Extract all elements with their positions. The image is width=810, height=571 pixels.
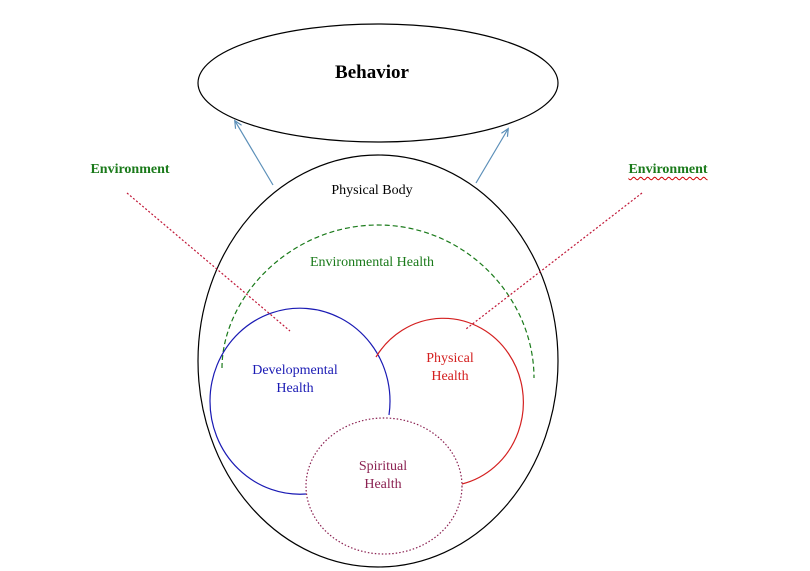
environment-label-right-text: Environment [628, 162, 708, 177]
physical-health-label: Physical Health [400, 350, 500, 386]
behavior-label: Behavior [335, 62, 409, 83]
physical-body-ellipse [197, 154, 559, 568]
arrow-left [234, 119, 274, 186]
developmental-health-label: Developmental Health [225, 362, 365, 398]
spiritual-health-circle [305, 417, 463, 555]
environmental-health-arc [221, 224, 535, 379]
environment-label-right: Environment [608, 161, 728, 179]
physical-body-label: Physical Body [331, 183, 413, 198]
physical-health-line-2: Health [431, 369, 469, 385]
arrow-right [475, 127, 509, 184]
physical-health-circle [375, 317, 524, 485]
environmental-health-label: Environmental Health [309, 255, 435, 270]
environment-line-right [465, 192, 643, 330]
spiritual-health-line-2: Health [364, 477, 402, 493]
environment-label-left: Environment [90, 162, 170, 177]
spiritual-health-label: Spiritual Health [323, 458, 443, 494]
behavior-ellipse [197, 23, 559, 143]
environment-line-left [126, 192, 291, 332]
developmental-health-line-2: Health [276, 381, 314, 397]
physical-health-line-1: Physical [426, 351, 474, 366]
developmental-health-circle [209, 307, 391, 495]
spiritual-health-line-1: Spiritual [358, 459, 408, 474]
developmental-health-line-1: Developmental [252, 363, 338, 378]
